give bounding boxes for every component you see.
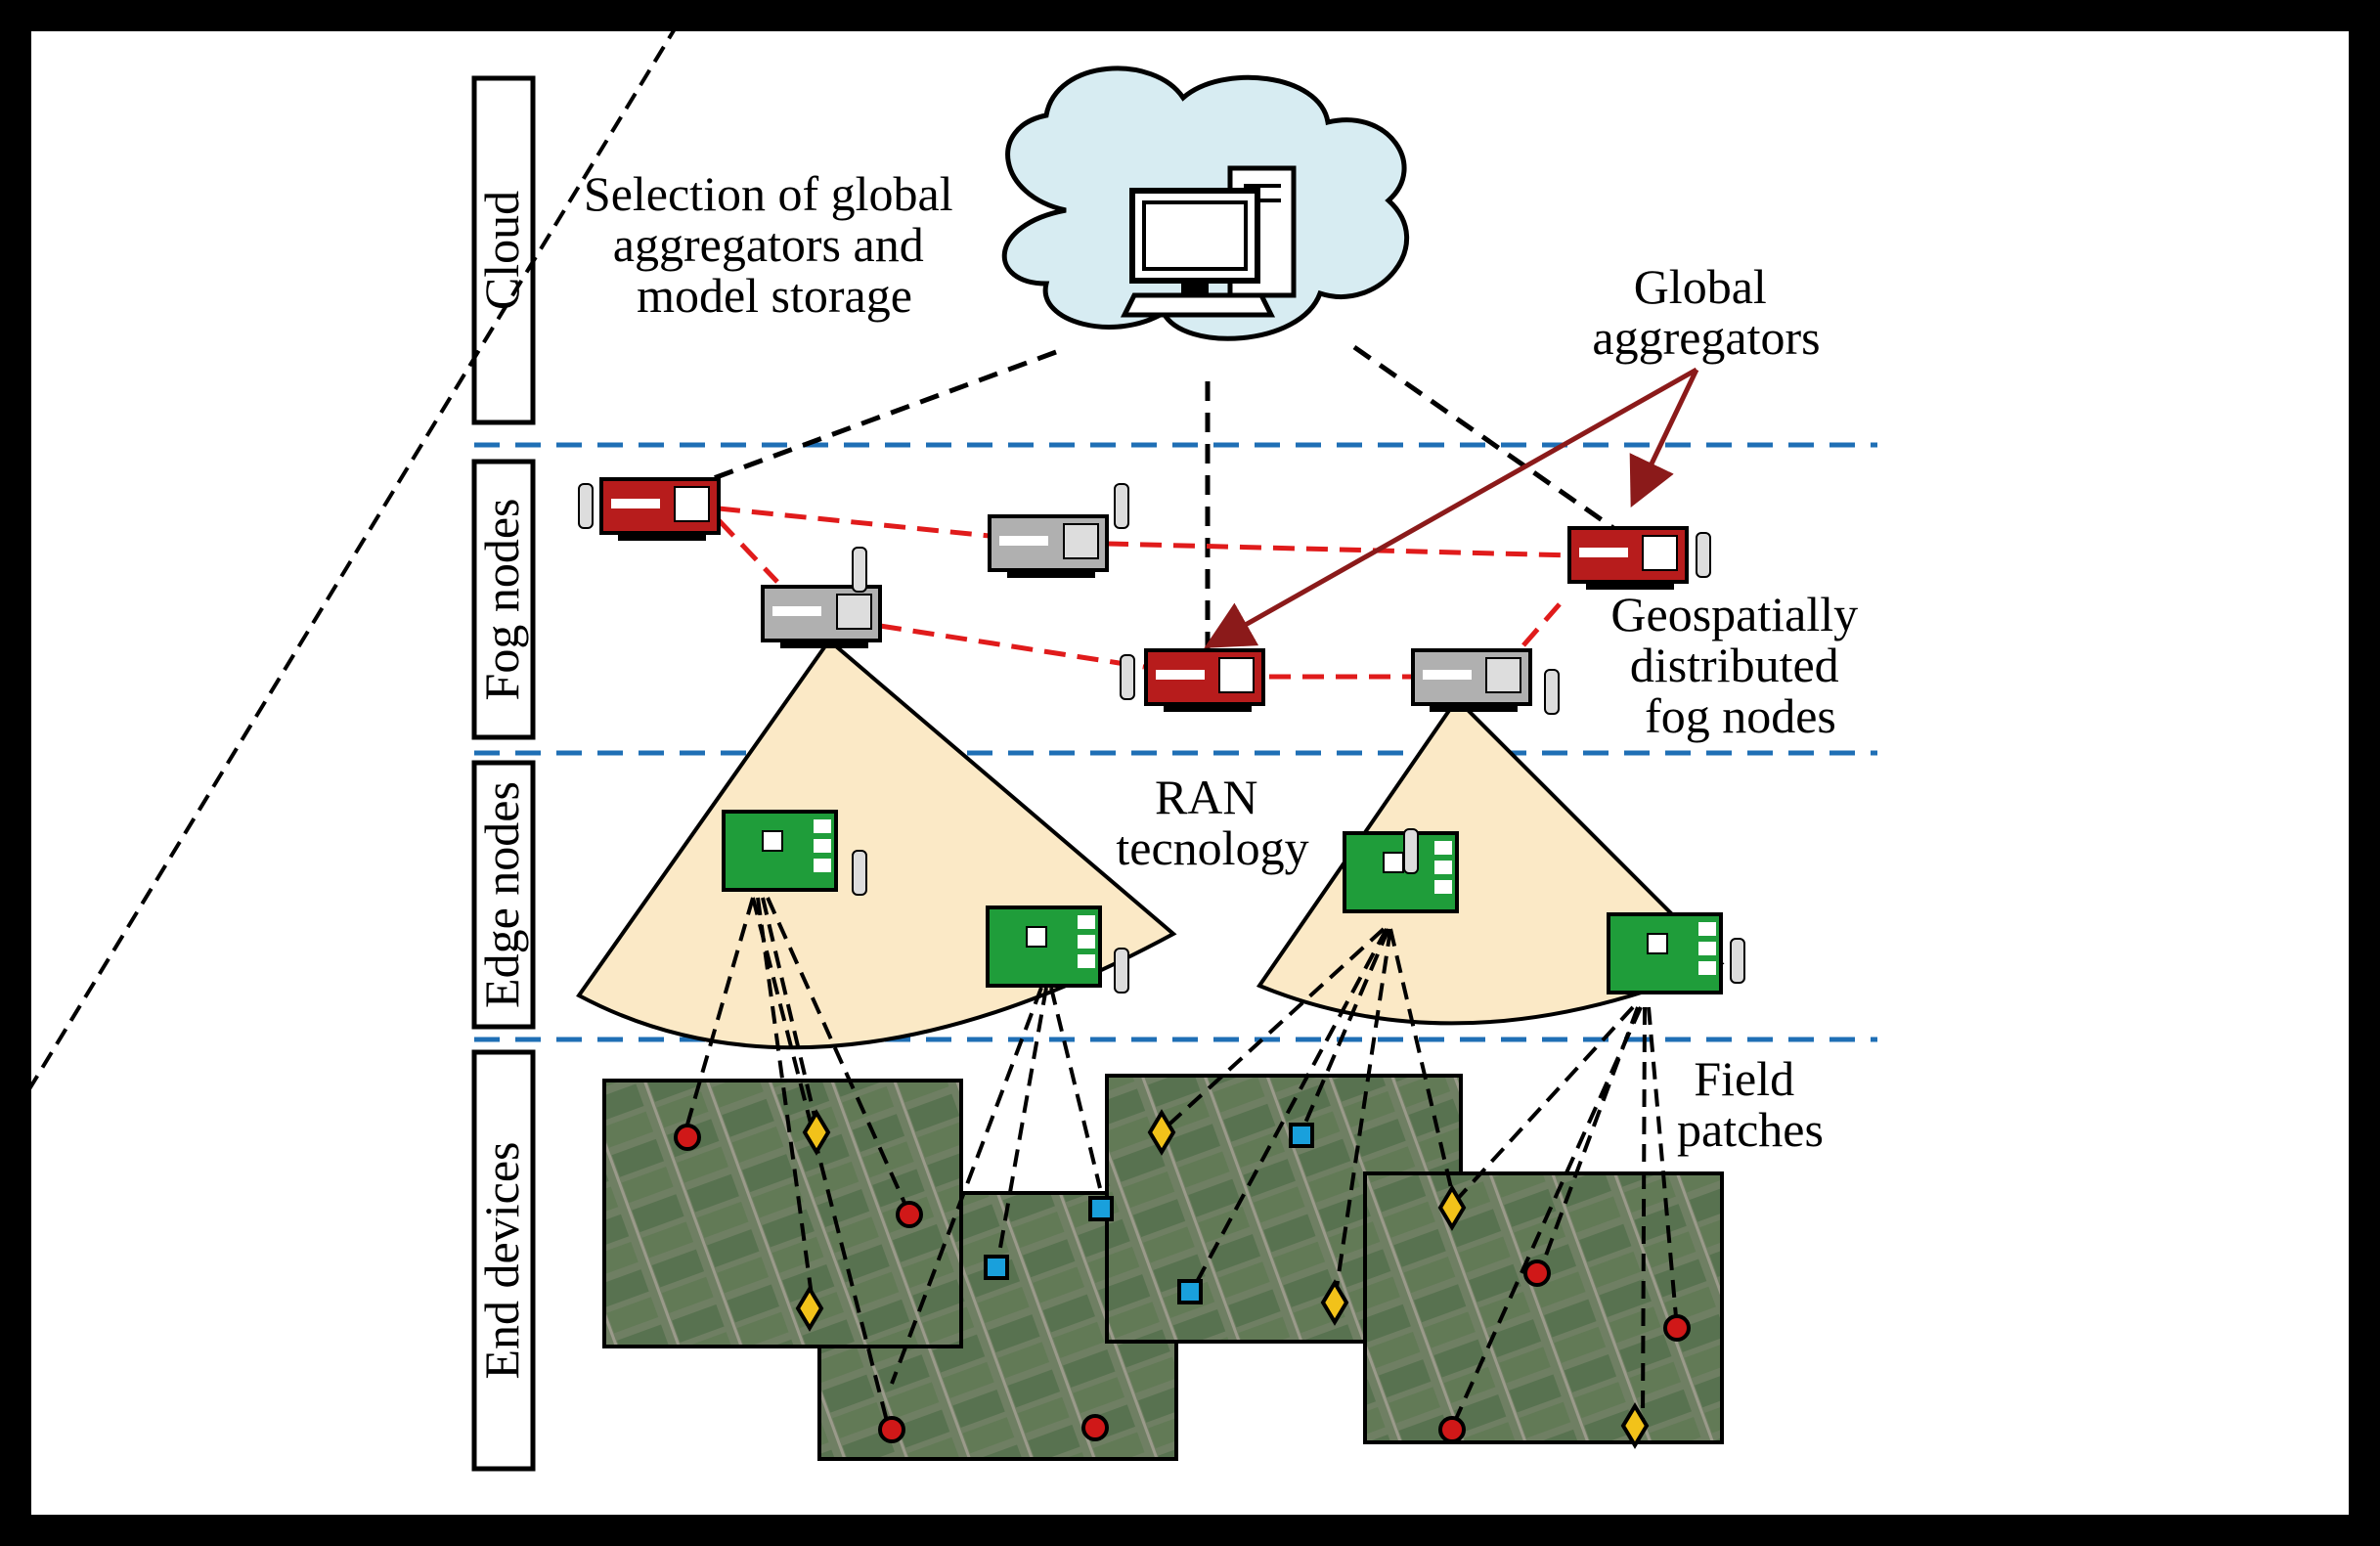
global-aggregator-2: [1120, 648, 1265, 712]
fog-links: [717, 506, 1575, 680]
field-patch-4: [1363, 1171, 1724, 1444]
global-aggregator-1: [578, 477, 721, 541]
global-aggregators-label: Global aggregators: [1592, 259, 1820, 365]
field-patches: [602, 1074, 1724, 1461]
red-circle-sensor-icon: [878, 1416, 905, 1443]
blue-square-sensor-icon: [1088, 1196, 1114, 1221]
fog-node-3: [1411, 648, 1560, 715]
edge-node-3: [1343, 828, 1459, 913]
ran-technology-label: RAN tecnology: [1116, 770, 1308, 875]
edge-node-1: [722, 810, 867, 896]
yellow-diamond-sensor-icon: [795, 1285, 824, 1332]
field-patches-label: Field patches: [1677, 1051, 1824, 1157]
svg-text:End devices: End devices: [474, 1142, 529, 1380]
fog-node-1: [988, 483, 1129, 578]
cloud-description: Selection of global aggregators and mode…: [584, 166, 965, 323]
red-circle-sensor-icon: [1523, 1259, 1551, 1287]
tier-label-edge-nodes: Edge nodes: [471, 760, 536, 1030]
blue-square-sensor-icon: [1177, 1279, 1203, 1304]
cloud-server-icon: [1001, 66, 1410, 341]
edge-device-links: [31, 31, 1679, 1434]
red-circle-sensor-icon: [1081, 1414, 1109, 1441]
edge-node-2: [986, 906, 1129, 994]
svg-text:Fog nodes: Fog nodes: [474, 499, 529, 701]
geospatial-fog-label: Geospatially distributed fog nodes: [1610, 587, 1870, 743]
svg-text:Cloud: Cloud: [474, 191, 529, 310]
aggregator-arrows: [1204, 367, 1699, 648]
yellow-diamond-sensor-icon: [1437, 1184, 1467, 1231]
svg-text:Edge nodes: Edge nodes: [474, 781, 529, 1008]
blue-square-sensor-icon: [1289, 1123, 1314, 1148]
global-aggregator-3: [1567, 526, 1711, 590]
architecture-diagram: Cloud Fog nodes Edge nodes End devices: [31, 31, 1877, 1472]
yellow-diamond-sensor-icon: [802, 1109, 831, 1156]
edge-node-4: [1607, 912, 1745, 994]
blue-square-sensor-icon: [984, 1255, 1009, 1280]
red-circle-sensor-icon: [896, 1201, 923, 1228]
red-circle-sensor-icon: [1663, 1314, 1691, 1342]
red-circle-sensor-icon: [674, 1124, 701, 1151]
sensors: [674, 1109, 1691, 1449]
red-circle-sensor-icon: [1438, 1416, 1466, 1443]
fog-node-2: [761, 547, 882, 648]
yellow-diamond-sensor-icon: [1147, 1109, 1176, 1156]
yellow-diamond-sensor-icon: [1320, 1279, 1349, 1326]
tier-label-end-devices: End devices: [471, 1049, 536, 1472]
tier-label-cloud: Cloud: [471, 75, 536, 425]
yellow-diamond-sensor-icon: [1620, 1402, 1650, 1449]
figure-frame: Cloud Fog nodes Edge nodes End devices: [31, 31, 2349, 1515]
tier-label-fog-nodes: Fog nodes: [471, 459, 536, 740]
